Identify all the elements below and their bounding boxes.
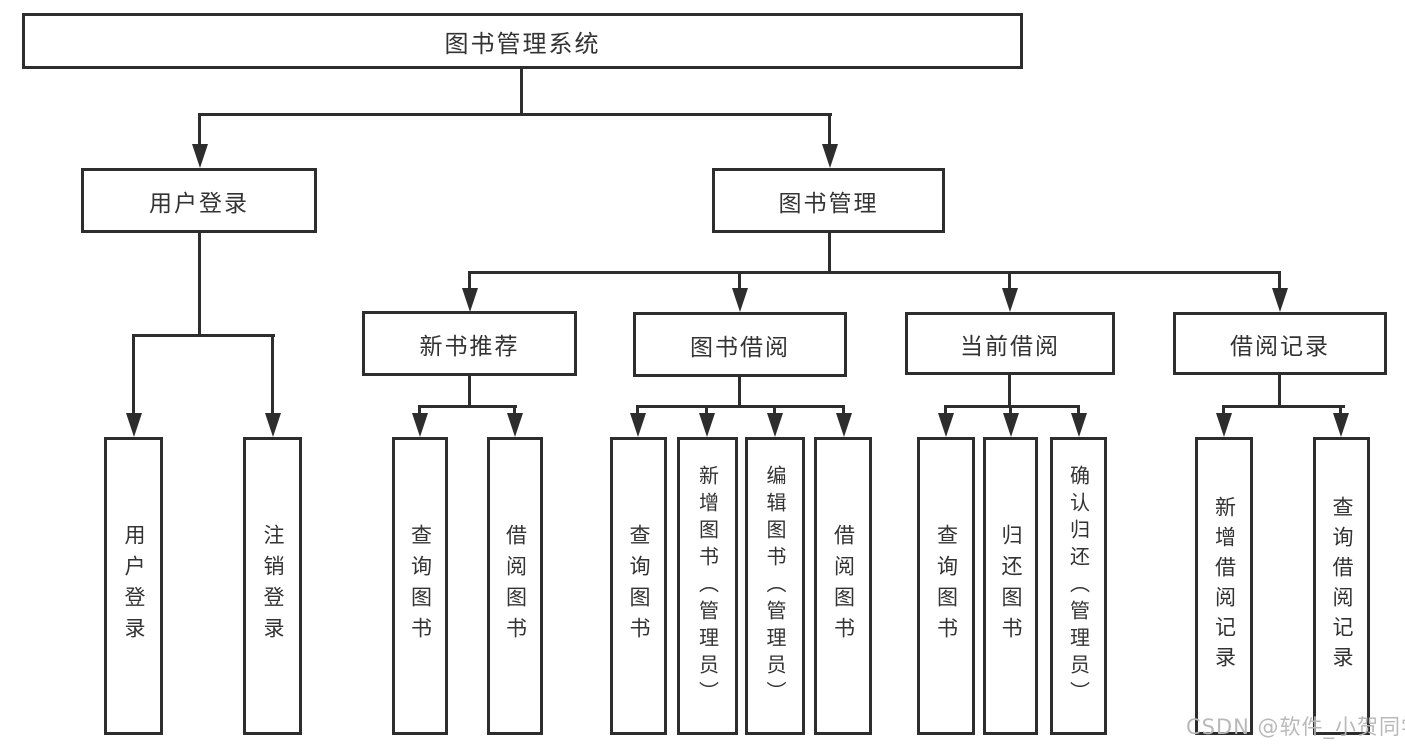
leaf-logout: 注销登录 (243, 437, 302, 735)
connector-line (468, 271, 471, 293)
leaf-recommend-borrow-book-label: 借阅图书 (503, 524, 528, 648)
arrow-down-icon (1071, 413, 1087, 437)
connector-line (198, 113, 201, 147)
arrow-down-icon (1216, 413, 1232, 437)
connector-line (198, 113, 832, 116)
node-new-book-recommend: 新书推荐 (362, 311, 577, 376)
connector-line (198, 233, 201, 337)
leaf-borrow-edit-book-admin-label: 编辑图书（管理员） (763, 464, 787, 708)
leaf-current-return-book: 归还图书 (983, 437, 1038, 735)
node-book-borrow-label: 图书借阅 (690, 334, 790, 361)
node-root-library-management-system: 图书管理系统 (22, 13, 1023, 69)
connector-line (1222, 405, 1345, 408)
connector-line (636, 405, 639, 417)
leaf-borrow-add-book-admin: 新增图书（管理员） (677, 437, 738, 735)
connector-line (738, 377, 741, 408)
connector-line (944, 405, 947, 417)
node-borrow-record-label: 借阅记录 (1230, 333, 1330, 360)
leaf-recommend-query-book-label: 查询图书 (408, 524, 433, 648)
leaf-borrow-edit-book-admin: 编辑图书（管理员） (745, 437, 805, 735)
connector-line (132, 334, 135, 416)
arrow-down-icon (265, 413, 281, 437)
leaf-current-query-book: 查询图书 (917, 437, 975, 735)
connector-line (468, 271, 1281, 274)
connector-line (1008, 271, 1011, 293)
node-current-borrow-label: 当前借阅 (960, 333, 1060, 360)
leaf-current-query-book-label: 查询图书 (934, 524, 959, 648)
connector-line (132, 334, 275, 337)
leaf-borrow-query-book: 查询图书 (610, 437, 667, 735)
leaf-record-query-record-label: 查询借阅记录 (1330, 496, 1354, 676)
leaf-current-confirm-return-admin-label: 确认归还（管理员） (1066, 464, 1091, 708)
leaf-record-query-record: 查询借阅记录 (1313, 437, 1370, 735)
arrow-down-icon (462, 288, 478, 312)
connector-line (705, 405, 708, 417)
connector-line (944, 405, 1080, 408)
connector-line (1222, 405, 1225, 417)
connector-line (1278, 375, 1281, 408)
connector-line (842, 405, 845, 417)
connector-line (271, 334, 274, 416)
leaf-user-login-label: 用户登录 (122, 524, 146, 648)
arrow-down-icon (1333, 413, 1349, 437)
leaf-recommend-borrow-book: 借阅图书 (487, 437, 543, 735)
arrow-down-icon (1003, 413, 1019, 437)
connector-line (828, 233, 831, 274)
leaf-current-confirm-return-admin: 确认归还（管理员） (1050, 437, 1107, 735)
node-book-borrow: 图书借阅 (633, 312, 847, 377)
leaf-record-add-record: 新增借阅记录 (1195, 437, 1253, 735)
csdn-watermark: CSDN @软件_小贺同学 (1186, 715, 1405, 739)
connector-line (468, 376, 471, 408)
connector-line (738, 271, 741, 293)
connector-line (1009, 405, 1012, 417)
arrow-down-icon (126, 413, 142, 437)
connector-line (828, 113, 831, 147)
arrow-down-icon (732, 288, 748, 312)
node-user-login-label: 用户登录 (149, 190, 249, 217)
arrow-down-icon (1272, 288, 1288, 312)
connector-line (513, 405, 516, 417)
node-borrow-record: 借阅记录 (1173, 312, 1387, 375)
connector-line (1278, 271, 1281, 293)
node-book-management: 图书管理 (712, 168, 945, 233)
leaf-current-return-book-label: 归还图书 (999, 524, 1023, 648)
arrow-down-icon (192, 144, 208, 168)
arrow-down-icon (507, 413, 523, 437)
arrow-down-icon (699, 413, 715, 437)
node-new-book-recommend-label: 新书推荐 (419, 333, 520, 360)
connector-line (636, 405, 845, 408)
connector-line (773, 405, 776, 417)
arrow-down-icon (630, 413, 646, 437)
leaf-user-login: 用户登录 (104, 437, 163, 735)
arrow-down-icon (767, 413, 783, 437)
node-current-borrow: 当前借阅 (905, 312, 1115, 375)
leaf-logout-label: 注销登录 (261, 524, 285, 648)
leaf-borrow-borrow-book: 借阅图书 (814, 437, 872, 735)
arrow-down-icon (938, 413, 954, 437)
leaf-borrow-add-book-admin-label: 新增图书（管理员） (695, 464, 720, 708)
arrow-down-icon (822, 144, 838, 168)
node-user-login: 用户登录 (81, 168, 317, 233)
leaf-record-add-record-label: 新增借阅记录 (1212, 496, 1237, 676)
connector-line (1077, 405, 1080, 417)
connector-line (520, 69, 523, 116)
connector-line (418, 405, 421, 417)
node-book-management-label: 图书管理 (778, 190, 879, 217)
leaf-recommend-query-book: 查询图书 (392, 437, 448, 735)
arrow-down-icon (836, 413, 852, 437)
arrow-down-icon (412, 413, 428, 437)
node-root-label: 图书管理系统 (444, 29, 601, 58)
leaf-borrow-borrow-book-label: 借阅图书 (831, 524, 856, 648)
connector-line (418, 405, 517, 408)
connector-line (1008, 375, 1011, 408)
arrow-down-icon (1002, 288, 1018, 312)
leaf-borrow-query-book-label: 查询图书 (627, 524, 651, 648)
connector-line (1339, 405, 1342, 417)
